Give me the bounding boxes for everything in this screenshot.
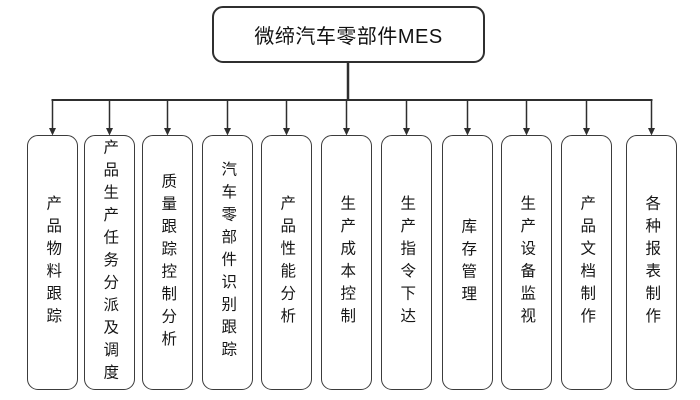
module-label: 生产指令下达	[398, 195, 416, 330]
module-label: 质量跟踪控制分析	[159, 172, 177, 353]
module-node: 生产指令下达	[381, 135, 432, 390]
module-label: 产品物料跟踪	[44, 195, 62, 330]
module-label: 产品生产任务分派及调度	[101, 138, 119, 387]
module-label: 库存管理	[459, 217, 477, 308]
module-node: 生产成本控制	[321, 135, 372, 390]
module-node: 产品文档制作	[561, 135, 612, 390]
module-node: 库存管理	[442, 135, 493, 390]
module-label: 产品性能分析	[278, 195, 296, 330]
module-node: 生产设备监视	[501, 135, 552, 390]
module-node: 产品性能分析	[261, 135, 312, 390]
module-label: 汽车零部件识别跟踪	[219, 161, 237, 364]
module-label: 各种报表制作	[643, 195, 661, 330]
module-node: 产品物料跟踪	[27, 135, 78, 390]
module-label: 生产成本控制	[338, 195, 356, 330]
module-node: 产品生产任务分派及调度	[84, 135, 135, 390]
root-node: 微缔汽车零部件MES	[212, 6, 485, 63]
module-label: 生产设备监视	[518, 195, 536, 330]
root-node-label: 微缔汽车零部件MES	[254, 26, 443, 48]
module-node: 汽车零部件识别跟踪	[202, 135, 253, 390]
module-node: 质量跟踪控制分析	[142, 135, 193, 390]
module-node: 各种报表制作	[626, 135, 677, 390]
module-label: 产品文档制作	[578, 195, 596, 330]
